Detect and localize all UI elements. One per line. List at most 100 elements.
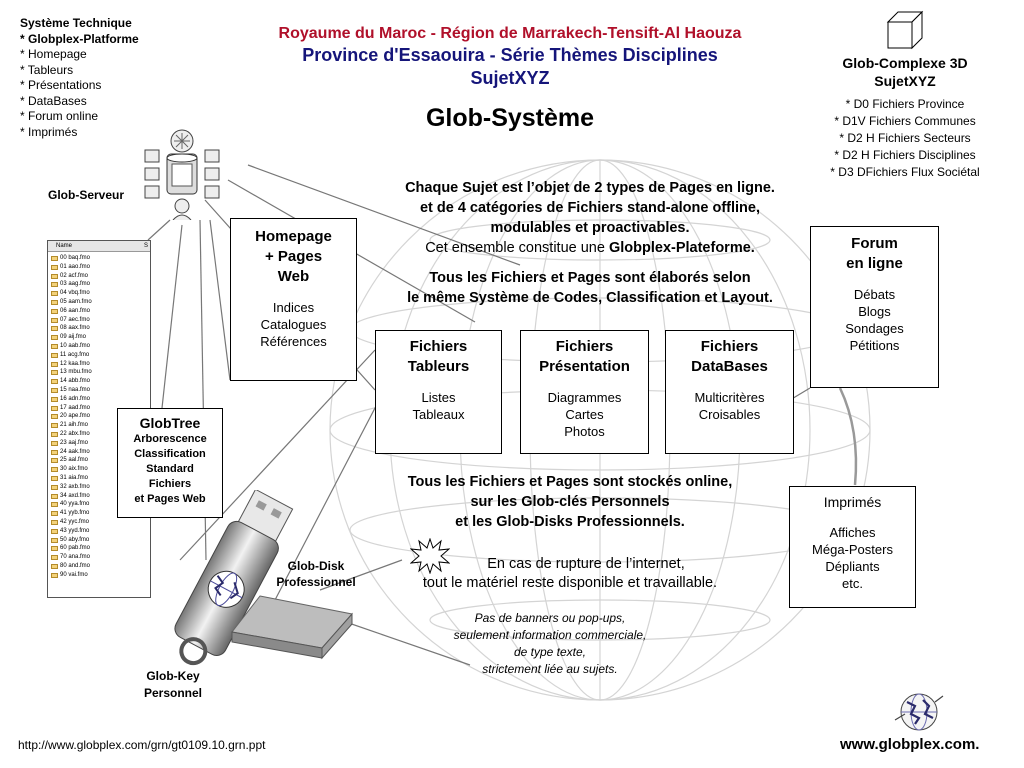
homepage-item: Catalogues — [260, 317, 327, 332]
globe-logo-icon — [894, 693, 944, 731]
file-list-item[interactable]: 32 axb.fmo — [48, 483, 150, 492]
globtree-item: Arborescence — [133, 433, 207, 445]
no-ads-line: strictement liée au sujets. — [482, 662, 618, 676]
disk-label: Glob-Disk Professionnel — [262, 558, 370, 590]
storage-line: et les Glob-Disks Professionnels. — [455, 514, 685, 530]
intro-platform-pre: Cet ensemble constitue une — [425, 240, 609, 256]
file-list-item[interactable]: 30 aix.fmo — [48, 465, 150, 474]
file-list-item[interactable]: 02 acf.fmo — [48, 272, 150, 281]
imprimes-item: Méga-Posters — [812, 542, 893, 557]
file-list-item[interactable]: 14 abb.fmo — [48, 377, 150, 386]
file-list-item[interactable]: 20 ape.fmo — [48, 412, 150, 421]
homepage-box: Homepage + Pages Web Indices Catalogues … — [230, 218, 357, 381]
file-list-item[interactable]: 42 yyc.fmo — [48, 518, 150, 527]
imprimes-item: Dépliants — [825, 559, 880, 574]
file-list-item[interactable]: 31 aia.fmo — [48, 474, 150, 483]
header-subject: SujetXYZ — [470, 68, 550, 88]
presentation-item: Diagrammes — [547, 390, 622, 405]
file-list-item[interactable]: 80 and.fmo — [48, 562, 150, 571]
file-list-item[interactable]: 13 mbu.fmo — [48, 368, 150, 377]
file-list-item[interactable]: 90 vai.fmo — [48, 571, 150, 580]
file-list-item[interactable]: 50 aby.fmo — [48, 536, 150, 545]
file-list-header: Name S — [48, 241, 150, 252]
storage-text: Tous les Fichiers et Pages sont stockés … — [350, 472, 790, 532]
globtree-item: Classification — [134, 448, 206, 460]
rupture-text: En cas de rupture de l’internet, tout le… — [385, 555, 755, 593]
tableurs-title: Fichiers — [409, 338, 468, 355]
hard-disk-icon — [231, 595, 353, 660]
file-list-item[interactable]: 01 aao.fmo — [48, 263, 150, 272]
globtree-title: GlobTree — [139, 415, 201, 431]
intro-platform-name: Globplex-Plateforme. — [608, 240, 755, 256]
footer-site[interactable]: www.globplex.com. — [840, 736, 980, 753]
no-ads-text: Pas de banners ou pop-ups, seulement inf… — [420, 610, 680, 678]
file-list-item[interactable]: 43 yyd.fmo — [48, 527, 150, 536]
key-label: Glob-Key Personnel — [118, 668, 228, 702]
file-list-item[interactable]: 17 aad.fmo — [48, 404, 150, 413]
key-label-line2: Personnel — [143, 686, 203, 700]
globtree-item: Standard — [146, 463, 194, 475]
tech-list-title: Système Technique — [20, 16, 132, 30]
disk-label-line2: Professionnel — [276, 575, 356, 589]
homepage-item: Références — [260, 334, 327, 349]
no-ads-line: de type texte, — [513, 645, 587, 659]
forum-item: Pétitions — [849, 338, 900, 353]
file-list-item[interactable]: 40 yya.fmo — [48, 500, 150, 509]
forum-item: Débats — [853, 287, 896, 302]
file-list-item[interactable]: 04 vbq.fmo — [48, 289, 150, 298]
presentation-title: Fichiers — [555, 338, 614, 355]
intro-line: et de 4 catégories de Fichiers stand-alo… — [419, 200, 761, 216]
file-list-item[interactable]: 06 aan.fmo — [48, 307, 150, 316]
forum-item: Sondages — [845, 321, 904, 336]
rupture-line: tout le matériel reste disponible et tra… — [422, 575, 718, 591]
file-list-header-name: Name — [56, 243, 73, 249]
file-list-item[interactable]: 10 aab.fmo — [48, 342, 150, 351]
presentation-box: Fichiers Présentation Diagrammes Cartes … — [520, 330, 649, 454]
file-list-item[interactable]: 22 abx.fmo — [48, 430, 150, 439]
imprimes-item: etc. — [842, 576, 863, 591]
file-list-item[interactable]: 09 aij.fmo — [48, 333, 150, 342]
file-list-item[interactable]: 23 aaj.fmo — [48, 439, 150, 448]
forum-title: Forum — [851, 235, 898, 252]
complex3d-item: * D3 DFichiers Flux Sociétal — [830, 165, 980, 179]
presentation-item: Cartes — [565, 407, 604, 422]
cube-icon — [886, 10, 924, 50]
file-list-item[interactable]: 34 axd.fmo — [48, 492, 150, 501]
intro-line: Tous les Fichiers et Pages sont élaborés… — [429, 270, 751, 286]
homepage-title: Homepage — [255, 228, 332, 245]
file-list-item[interactable]: 05 aam.fmo — [48, 298, 150, 307]
globtree-item: Fichiers — [148, 478, 192, 490]
tech-list: Système Technique * Globplex-Platforme *… — [20, 16, 139, 140]
homepage-pages: + Pages — [264, 248, 323, 265]
intro-line: modulables et proactivables. — [490, 220, 690, 236]
file-list-item[interactable]: 11 acg.fmo — [48, 351, 150, 360]
file-list-item[interactable]: 60 pab.fmo — [48, 544, 150, 553]
file-list-item[interactable]: 70 ana.fmo — [48, 553, 150, 562]
file-list-item[interactable]: 07 aec.fmo — [48, 316, 150, 325]
file-list-item[interactable]: 21 aih.fmo — [48, 421, 150, 430]
footer-url[interactable]: http://www.globplex.com/grn/gt0109.10.gr… — [18, 738, 266, 752]
page-title: Glob-Système — [425, 104, 595, 132]
file-list-item[interactable]: 08 aax.fmo — [48, 324, 150, 333]
file-list-item[interactable]: 41 yyb.fmo — [48, 509, 150, 518]
header-province: Province d'Essaouira - Série Thèmes Disc… — [302, 45, 718, 65]
file-list-item[interactable]: 24 aak.fmo — [48, 448, 150, 457]
file-list-item[interactable]: 00 baq.fmo — [48, 254, 150, 263]
forum-box: Forum en ligne Débats Blogs Sondages Pét… — [810, 226, 939, 388]
file-list-item[interactable]: 16 adn.fmo — [48, 395, 150, 404]
storage-line: sur les Glob-clés Personnels — [470, 494, 670, 510]
tech-list-item: * Imprimés — [20, 124, 78, 139]
globtree-box: GlobTree Arborescence Classification Sta… — [117, 408, 223, 518]
presentation-subtitle: Présentation — [539, 358, 630, 375]
tableurs-subtitle: Tableurs — [407, 358, 470, 375]
complex3d-item: * D1V Fichiers Communes — [834, 114, 976, 128]
file-list-header-size: S — [143, 243, 148, 249]
file-list-item[interactable]: 15 naa.fmo — [48, 386, 150, 395]
file-list-item[interactable]: 03 aag.fmo — [48, 280, 150, 289]
usb-key-icon — [174, 490, 294, 666]
file-list-item[interactable]: 25 aal.fmo — [48, 456, 150, 465]
file-list-item[interactable]: 12 kaa.fmo — [48, 360, 150, 369]
complex3d-subject: SujetXYZ — [874, 73, 936, 89]
databases-title: Fichiers — [700, 338, 759, 355]
